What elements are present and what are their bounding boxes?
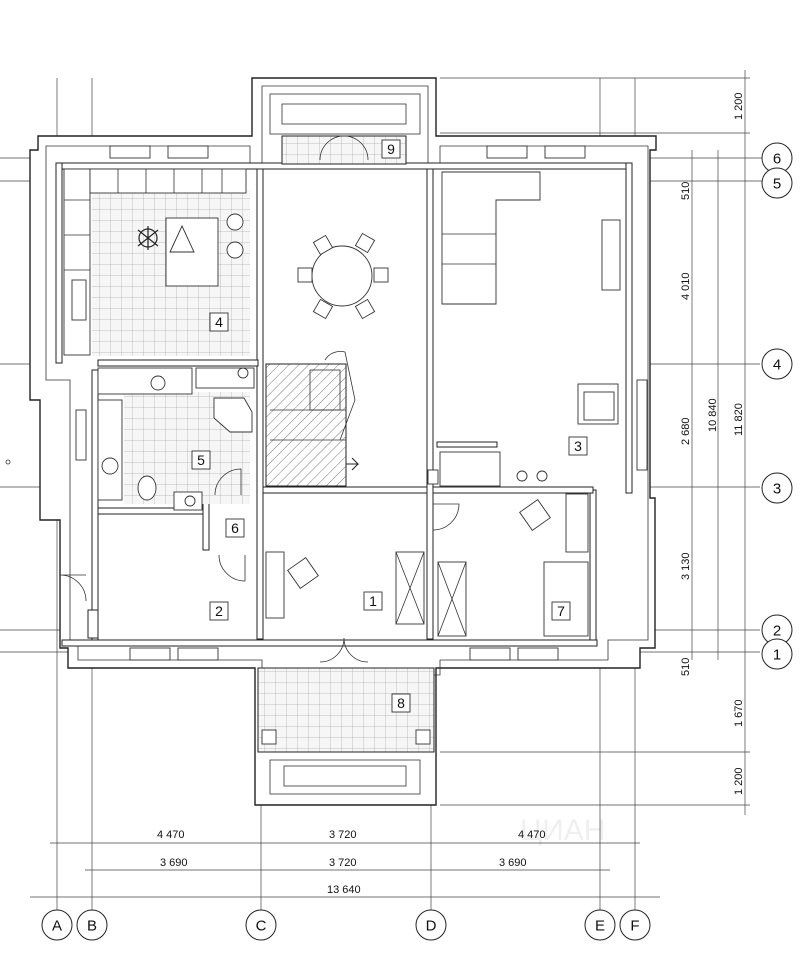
svg-text:C: C — [256, 918, 267, 935]
svg-text:5: 5 — [773, 176, 781, 193]
dim-right-1200-top: 1 200 — [733, 92, 745, 120]
svg-text:2: 2 — [215, 603, 223, 619]
room-label-9: 9 — [381, 139, 401, 159]
axis-letter-markers: A B C D E F — [41, 909, 651, 941]
room-label-4: 4 — [209, 312, 229, 332]
room-label-5: 5 — [191, 450, 211, 470]
watermark: ЦИАН — [520, 814, 605, 847]
dim-right-510-bottom: 510 — [680, 658, 692, 676]
room-label-8: 8 — [391, 693, 411, 713]
room-label-7: 7 — [551, 601, 571, 621]
svg-text:3: 3 — [574, 438, 582, 454]
svg-text:6: 6 — [231, 520, 239, 536]
svg-text:5: 5 — [197, 452, 205, 468]
dim-bottom-2: 3 720 — [329, 829, 357, 841]
dim-right-1200-bottom: 1 200 — [733, 767, 745, 795]
svg-text:1: 1 — [773, 647, 781, 664]
axis-marker-3: 3 — [761, 472, 793, 504]
left-edge-mark — [5, 459, 11, 465]
room-label-6: 6 — [225, 518, 245, 538]
svg-text:A: A — [52, 918, 62, 935]
dim-bottom-5: 3 720 — [329, 857, 357, 869]
entry-hall — [59, 468, 246, 639]
dim-right-4010: 4 010 — [680, 272, 692, 300]
svg-text:3: 3 — [773, 481, 781, 498]
bottom-dimensions: 4 470 3 720 4 470 3 690 3 720 3 690 13 6… — [30, 829, 660, 898]
room-label-3: 3 — [568, 436, 588, 456]
room-label-2: 2 — [209, 601, 229, 621]
room-labels: 1 2 3 4 5 6 7 8 9 — [191, 139, 588, 713]
bathroom — [97, 367, 255, 511]
dim-right-10840: 10 840 — [707, 398, 719, 432]
svg-text:1: 1 — [369, 593, 377, 609]
plant-icon — [137, 226, 159, 250]
dim-bottom-4: 3 690 — [160, 857, 188, 869]
dim-right-2680: 2 680 — [680, 417, 692, 445]
axis-marker-5: 5 — [761, 167, 793, 199]
svg-text:D: D — [426, 918, 437, 935]
central-hall — [265, 503, 460, 625]
axis-marker-e: E — [584, 909, 616, 941]
svg-text:2: 2 — [773, 623, 781, 640]
dim-bottom-total: 13 640 — [327, 884, 361, 896]
axis-marker-b: B — [76, 909, 108, 941]
svg-text:9: 9 — [387, 141, 395, 157]
dim-bottom-1: 4 470 — [157, 829, 185, 841]
room-label-1: 1 — [363, 591, 383, 611]
dim-right-1670: 1 670 — [733, 699, 745, 727]
axis-marker-1: 1 — [761, 638, 793, 670]
study-room — [437, 493, 589, 637]
dim-right-11820: 11 820 — [733, 403, 745, 436]
svg-text:6: 6 — [773, 151, 781, 168]
dim-bottom-6: 3 690 — [499, 857, 527, 869]
dim-bottom-3: 4 470 — [518, 829, 546, 841]
svg-text:E: E — [595, 918, 605, 935]
axis-marker-d: D — [415, 909, 447, 941]
windows — [75, 145, 648, 661]
dim-right-510-top: 510 — [680, 182, 692, 200]
axis-marker-c: C — [245, 909, 277, 941]
axis-number-markers: 6 5 4 3 2 1 — [761, 142, 793, 670]
axis-marker-a: A — [41, 909, 73, 941]
axis-marker-4: 4 — [761, 348, 793, 380]
living-room — [427, 171, 621, 487]
svg-text:7: 7 — [557, 603, 565, 619]
dim-right-3130: 3 130 — [680, 552, 692, 580]
interior-walls — [97, 168, 594, 640]
svg-text:F: F — [630, 918, 639, 935]
svg-text:4: 4 — [215, 314, 223, 330]
axis-marker-6: 6 — [761, 142, 793, 174]
right-dimensions: 510 4 010 2 680 3 130 510 10 840 1 200 1… — [680, 70, 746, 815]
dining-area — [297, 232, 389, 320]
svg-text:4: 4 — [773, 357, 781, 374]
axis-marker-f: F — [619, 909, 651, 941]
svg-text:8: 8 — [397, 695, 405, 711]
staircase — [265, 351, 360, 487]
svg-text:B: B — [87, 918, 97, 935]
